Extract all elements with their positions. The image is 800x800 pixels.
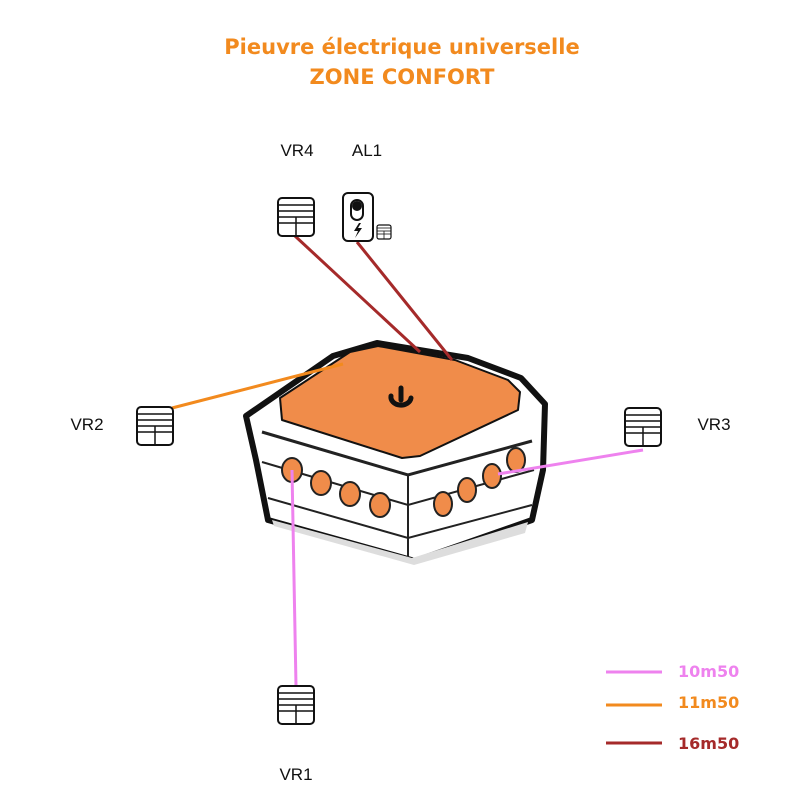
vr2-window-shutter-icon	[136, 406, 174, 446]
cable-port	[506, 447, 526, 473]
hub-base-shadow	[272, 520, 528, 565]
al1-label: AL1	[352, 141, 382, 160]
cable-port	[433, 491, 453, 517]
cable-port	[310, 470, 332, 496]
cable-port	[457, 477, 477, 503]
cable-vr3	[497, 448, 644, 476]
vr4-label: VR4	[280, 141, 313, 160]
legend-label-11m50: 11m50	[678, 693, 739, 712]
hub-ports-right	[433, 447, 526, 517]
junction-box	[243, 340, 548, 565]
cable-port	[482, 463, 502, 489]
power-logo-icon	[388, 385, 414, 408]
legend-label-10m50: 10m50	[678, 662, 739, 681]
vr1-window-shutter-icon	[277, 685, 315, 725]
vr1-label: VR1	[279, 765, 312, 784]
vr3-window-shutter-icon	[624, 407, 662, 447]
hub-ports-left	[281, 457, 391, 518]
title-line-2: ZONE CONFORT	[310, 65, 496, 89]
cable-vr2	[171, 362, 344, 410]
cables	[171, 234, 644, 687]
cable-length-legend: 10m50 11m50 16m50	[606, 662, 739, 753]
vr2-label: VR2	[70, 415, 103, 434]
cable-vr1	[290, 469, 298, 687]
al1-shutter-power-switch-icon	[342, 192, 392, 242]
legend-label-16m50: 16m50	[678, 734, 739, 753]
vr3-label: VR3	[697, 415, 730, 434]
title-line-1: Pieuvre électrique universelle	[224, 35, 579, 59]
cable-port	[369, 492, 391, 518]
cable-vr4	[293, 234, 422, 354]
cable-port	[339, 481, 361, 507]
diagram-title: Pieuvre électrique universelle ZONE CONF…	[224, 35, 579, 89]
cable-al1	[355, 241, 454, 361]
vr4-window-shutter-icon	[277, 197, 315, 237]
